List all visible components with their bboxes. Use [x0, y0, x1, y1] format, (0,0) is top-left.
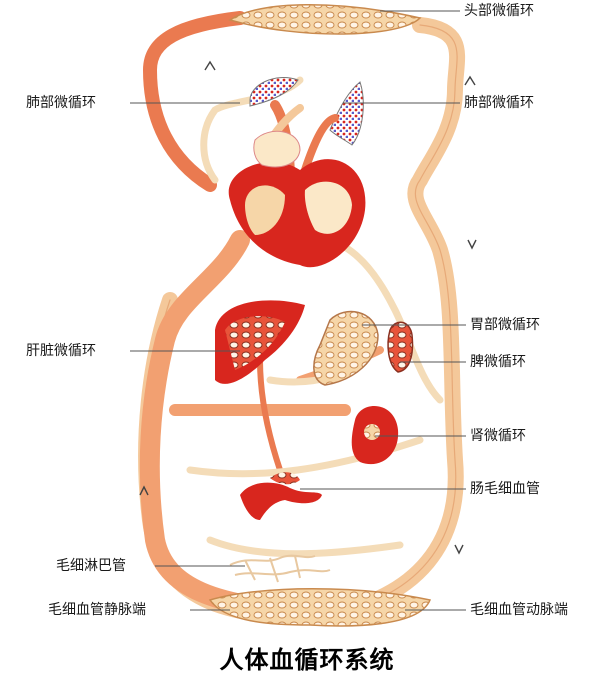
lower-capillary-bed [208, 588, 432, 627]
liver-capillaries [225, 316, 285, 370]
leader-lines [130, 10, 466, 611]
lung-right [329, 81, 364, 146]
lymph-capillaries [229, 554, 331, 583]
systemic-veins [138, 17, 466, 624]
label-lymph-capillaries: 毛细淋巴管 [56, 558, 126, 574]
diagram-title: 人体血循环系统 [219, 646, 395, 674]
flow-arrows [139, 60, 477, 555]
label-stomach-microcirculation: 胃部微循环 [470, 317, 540, 333]
systemic-arteries [139, 11, 384, 622]
label-lung-left-microcirculation: 肺部微循环 [26, 95, 96, 111]
kidney-glomerulus [364, 424, 380, 440]
label-intestine-capillaries: 肠毛细血管 [470, 481, 540, 497]
intestine [240, 472, 322, 520]
heart [228, 130, 366, 268]
spleen [387, 321, 414, 373]
head-capillary-bed [228, 4, 422, 35]
label-liver-microcirculation: 肝脏微循环 [26, 343, 96, 359]
label-kidney-microcirculation: 肾微循环 [470, 428, 526, 444]
label-capillary-vein-end: 毛细血管静脉端 [48, 602, 146, 618]
label-head-microcirculation: 头部微循环 [464, 3, 534, 19]
label-lung-right-microcirculation: 肺部微循环 [464, 95, 534, 111]
stomach [313, 310, 379, 386]
label-spleen-microcirculation: 脾微循环 [470, 354, 526, 370]
label-capillary-artery-end: 毛细血管动脉端 [470, 602, 568, 618]
lung-left [249, 77, 299, 107]
